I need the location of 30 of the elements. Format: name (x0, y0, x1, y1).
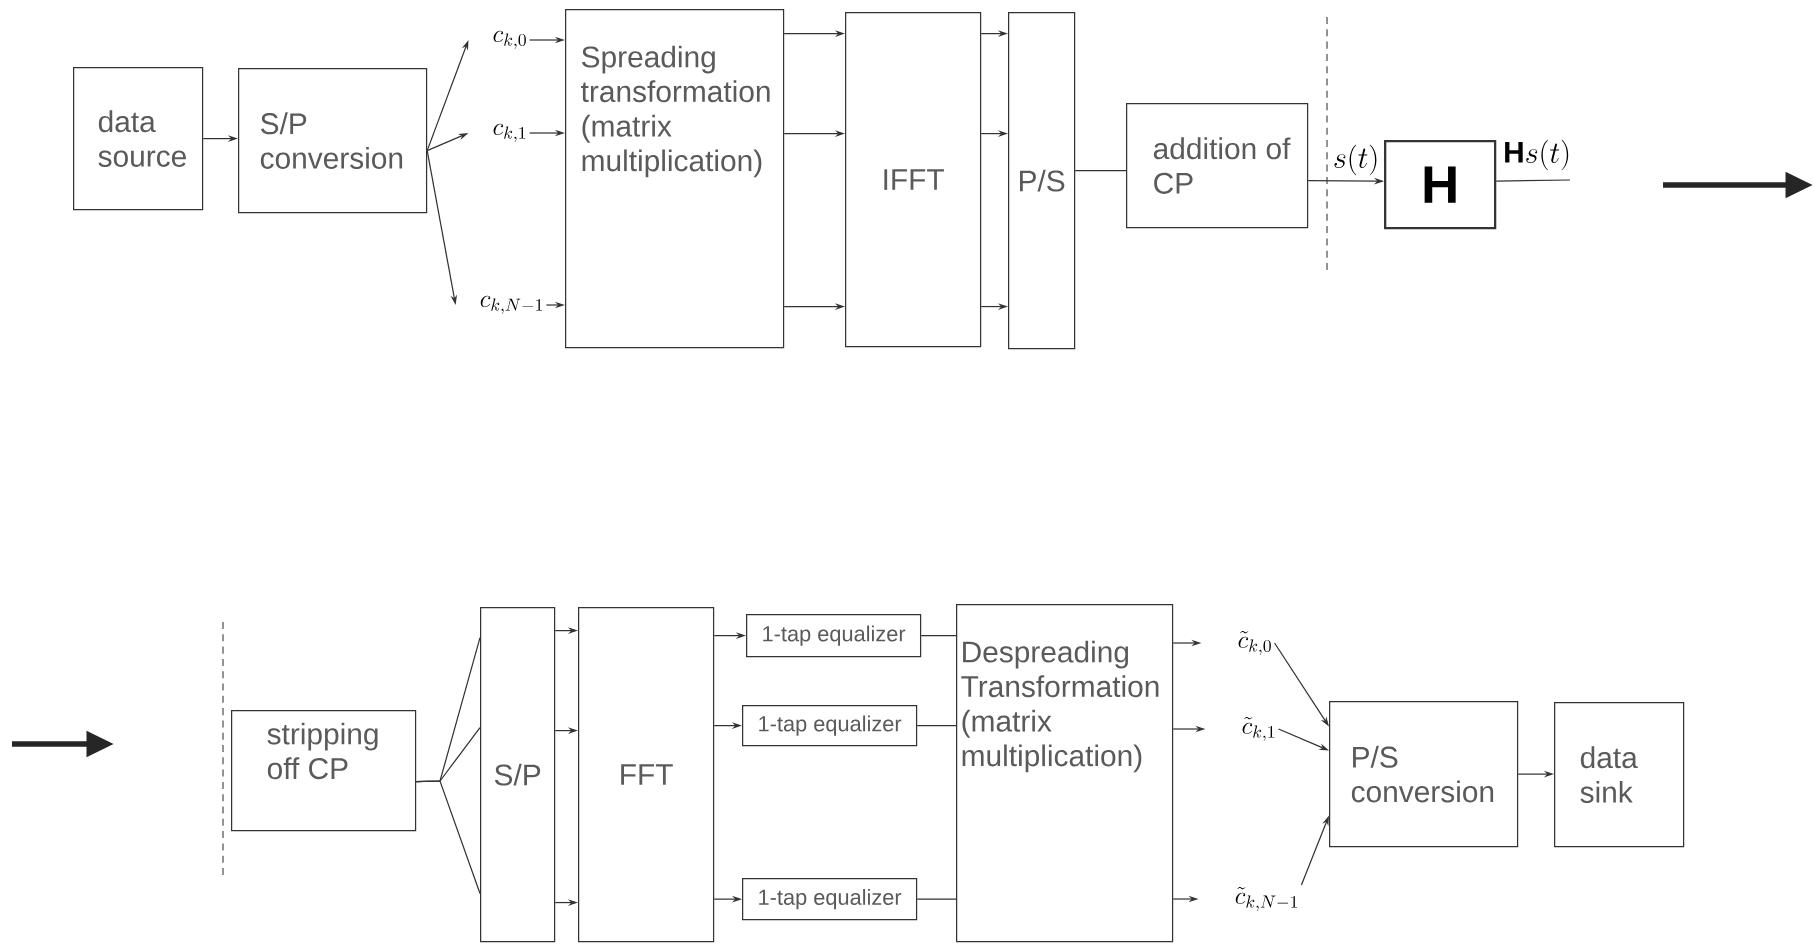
signal-label: $c_{k,N-1}$ (480, 295, 542, 315)
process-box: data sink (1554, 702, 1685, 848)
process-box: P/S (1008, 12, 1076, 350)
process-box: FFT (578, 607, 715, 943)
connector-line (920, 635, 957, 637)
signal-label: $\tilde{c}_{k,1}$ (1242, 717, 1275, 741)
signal-label: $c_{k,1}$ (493, 123, 526, 143)
equalizer-box: 1-tap equalizer (742, 705, 918, 747)
signal-label: $\tilde{c}_{k,0}$ (1238, 631, 1271, 655)
connector-line (1495, 179, 1571, 182)
process-box: IFFT (845, 12, 982, 348)
equalizer-box: 1-tap equalizer (746, 614, 922, 658)
process-box: data source (73, 67, 204, 211)
process-box: S/P (480, 607, 556, 943)
signal-label: $\tilde{c}_{k,N-1}$ (1235, 887, 1297, 911)
connector-line (415, 780, 481, 895)
process-box: stripping off CP (231, 710, 417, 832)
process-box: S/P conversion (238, 68, 428, 214)
process-box: P/S conversion (1329, 701, 1519, 848)
channel-box: $\mathbf{H}$ (1384, 140, 1497, 230)
process-box: Spreading transformation (matrix multiplication) (565, 9, 785, 349)
connector-line (916, 725, 957, 727)
equalizer-box: 1-tap equalizer (742, 878, 918, 921)
edge-label: $\mathbf{H}s(t)$ (1501, 138, 1573, 172)
process-box: Despreading Transformation (matrix multiplication) (956, 604, 1174, 943)
edge-label: $s(t)$ (1331, 143, 1381, 177)
connector-line (1074, 169, 1127, 172)
process-box: addition of CP (1126, 103, 1309, 229)
connector-line (916, 898, 957, 900)
signal-label: $c_{k,0}$ (493, 30, 526, 50)
